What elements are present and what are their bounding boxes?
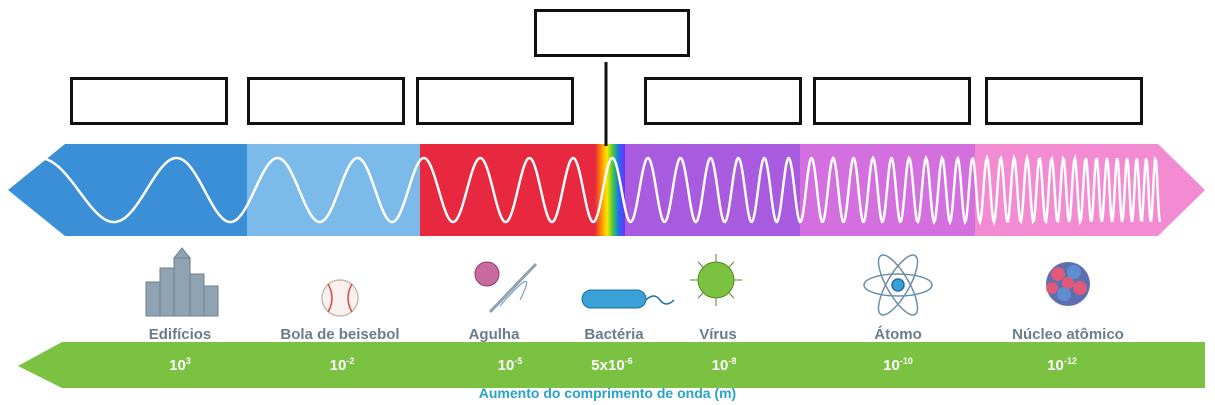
scale-value: 5x10-6 xyxy=(591,356,633,374)
band-ultraviolet xyxy=(625,144,800,236)
wavelength-arrow xyxy=(18,342,1205,388)
virus-icon xyxy=(690,254,742,306)
caption-bacteria: Bactéria xyxy=(584,326,644,343)
nucleus-icon xyxy=(1046,262,1090,306)
blank-box-visible-light[interactable] xyxy=(534,9,690,57)
blank-box-gamma[interactable] xyxy=(985,77,1143,125)
scale-value: 10-8 xyxy=(711,356,737,374)
wave-line xyxy=(39,153,1162,227)
caption-edificios: Edifícios xyxy=(148,326,212,343)
caption-virus: Vírus xyxy=(699,326,737,343)
axis-title: Aumento do comprimento de onda (m) xyxy=(478,385,737,401)
bacteria-icon xyxy=(581,289,675,309)
scale-value: 10-5 xyxy=(497,356,523,374)
caption-atomo: Átomo xyxy=(874,326,922,343)
scale-value: 10-10 xyxy=(883,356,913,374)
blank-box-ultraviolet[interactable] xyxy=(644,77,802,125)
scale-value: 103 xyxy=(169,356,191,374)
caption-agulha: Agulha xyxy=(468,326,520,343)
buildings-icon xyxy=(145,247,219,317)
scale-value: 10-2 xyxy=(329,356,355,374)
blank-box-radio[interactable] xyxy=(70,77,228,125)
blank-box-xray[interactable] xyxy=(813,77,971,125)
band-radio xyxy=(8,144,247,236)
blank-box-infrared[interactable] xyxy=(416,77,574,125)
caption-nucleo-atomico: Núcleo atômico xyxy=(1012,326,1124,343)
scale-value: 10-12 xyxy=(1047,356,1077,374)
needle-icon xyxy=(474,261,538,314)
blank-box-microwave[interactable] xyxy=(247,77,405,125)
caption-bola-de-beisebol: Bola de beisebol xyxy=(280,326,400,343)
atom-icon xyxy=(863,254,933,316)
baseball-icon xyxy=(321,279,359,317)
